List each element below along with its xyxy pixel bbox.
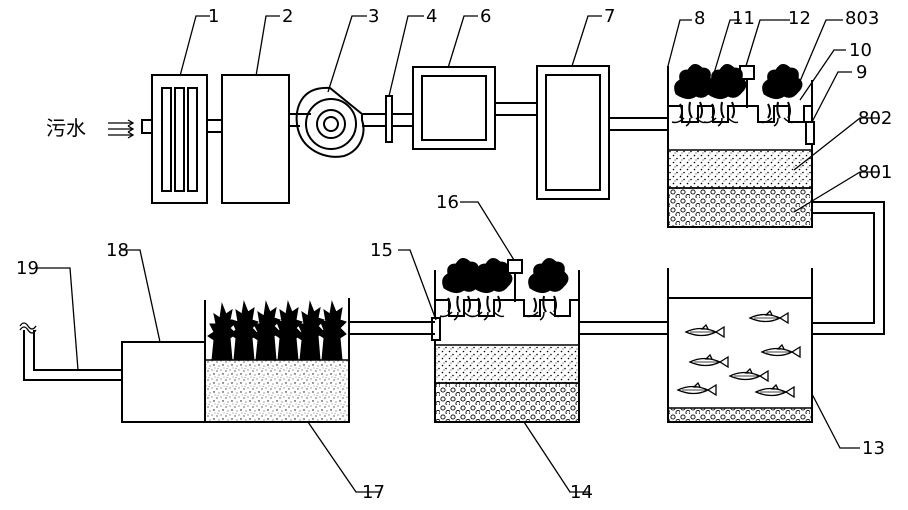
label-4: 4: [426, 6, 437, 27]
top-pipes: [207, 102, 668, 133]
grille-unit-1: [141, 74, 208, 204]
tank-7: [536, 65, 610, 200]
leader-lines: [36, 15, 880, 493]
label-18: 18: [106, 240, 129, 261]
fish-pond-13: [667, 268, 813, 423]
outlet-9: [805, 121, 815, 145]
label-9: 9: [856, 62, 867, 83]
label-6: 6: [480, 6, 491, 27]
wetland-bed-8: [667, 65, 815, 228]
label-3: 3: [368, 6, 379, 27]
pipe-14-17: [349, 321, 435, 335]
reed-bed-17: [204, 298, 350, 423]
pipe-13-14: [579, 321, 668, 335]
label-12: 12: [788, 8, 811, 29]
label-16: 16: [436, 192, 459, 213]
label-15: 15: [370, 240, 393, 261]
inlet-arrows: [108, 119, 135, 139]
label-19: 19: [16, 258, 39, 279]
tank-18: [121, 341, 206, 423]
label-7: 7: [604, 6, 615, 27]
outlet-pipe-19: [19, 322, 122, 381]
valve-4: [385, 95, 393, 143]
plants-bed-14: [439, 258, 569, 321]
fish-group: [676, 309, 801, 399]
outlet-15: [431, 317, 441, 341]
filter-6: [412, 66, 496, 150]
label-11: 11: [732, 8, 755, 29]
plants-bed-8: [671, 64, 803, 127]
label-10: 10: [849, 40, 872, 61]
label-802: 802: [858, 108, 892, 129]
label-803: 803: [845, 8, 879, 29]
label-8: 8: [694, 8, 705, 29]
pump-3: [295, 86, 365, 158]
label-1: 1: [208, 6, 219, 27]
label-13: 13: [862, 438, 885, 459]
aerator-16: [507, 259, 523, 274]
label-14: 14: [570, 482, 593, 503]
return-pipe: [812, 201, 885, 335]
label-2: 2: [282, 6, 293, 27]
wetland-bed-14: [431, 259, 580, 423]
inlet-label: 污水: [46, 116, 86, 140]
reeds-17: [207, 300, 347, 361]
tank-2: [221, 74, 290, 204]
label-17: 17: [362, 482, 385, 503]
label-801: 801: [858, 162, 892, 183]
